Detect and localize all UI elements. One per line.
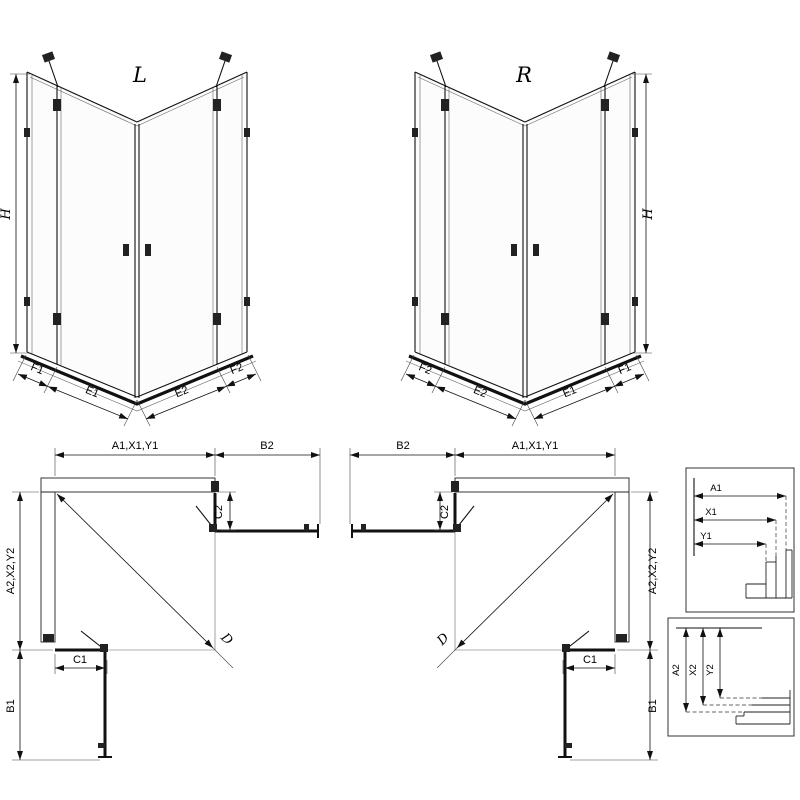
dim-label-a2x2y2-right: A2,X2,Y2 (647, 548, 659, 594)
dim-label-d-left: D (217, 630, 236, 649)
dim-label-b1-left: B1 (5, 699, 17, 712)
dim-label-f1-right: F1 (617, 361, 633, 377)
left-perspective-view: L H F1 E1 E2 F2 (0, 51, 261, 426)
detail-label-x2: X2 (688, 664, 699, 676)
right-perspective-view: R H F2 E2 E1 F1 (401, 51, 656, 426)
dim-label-c1-right: C1 (583, 654, 597, 666)
dim-label-e1-right: E1 (561, 384, 578, 400)
dim-label-c2-right: C2 (439, 505, 451, 519)
dim-label-e2-left: E2 (173, 384, 190, 400)
dim-label-e1-left: E1 (84, 384, 101, 400)
detail-label-a2: A2 (671, 664, 682, 676)
detail-label-x1: X1 (705, 507, 717, 518)
right-plan-view: B2 A1,X1,Y1 C2 A2,X2,Y2 B1 C1 D (350, 440, 659, 760)
detail-box-side-profile: A2 X2 Y2 (667, 617, 795, 737)
dim-label-b2-left: B2 (260, 440, 273, 452)
dim-label-h-left: H (0, 208, 14, 221)
dim-label-f2-left: F2 (229, 361, 245, 377)
detail-box-top-profile: A1 X1 Y1 (685, 467, 795, 613)
dim-label-c1-left: C1 (73, 654, 87, 666)
variant-label-right: R (515, 63, 532, 87)
left-plan-view: A1,X1,Y1 B2 C2 A2,X2,Y2 B1 C1 D (5, 440, 320, 760)
dim-label-f1-left: F1 (29, 361, 45, 377)
dim-label-a2x2y2-left: A2,X2,Y2 (5, 548, 17, 594)
dim-label-a1x1y1-right: A1,X1,Y1 (512, 440, 558, 452)
detail-label-y1: Y1 (700, 531, 712, 542)
dim-label-h-right: H (641, 208, 656, 221)
dim-label-b1-right: B1 (647, 699, 659, 712)
dim-label-a1x1y1-left: A1,X1,Y1 (112, 440, 158, 452)
dim-label-f2-right: F2 (417, 361, 433, 377)
dim-label-b2-right: B2 (396, 440, 409, 452)
dim-label-d-right: D (434, 630, 453, 649)
dim-label-c2-left: C2 (213, 505, 225, 519)
variant-label-left: L (132, 63, 147, 87)
detail-label-a1: A1 (710, 483, 722, 494)
detail-label-y2: Y2 (705, 664, 716, 676)
dim-label-e2-right: E2 (472, 384, 489, 400)
